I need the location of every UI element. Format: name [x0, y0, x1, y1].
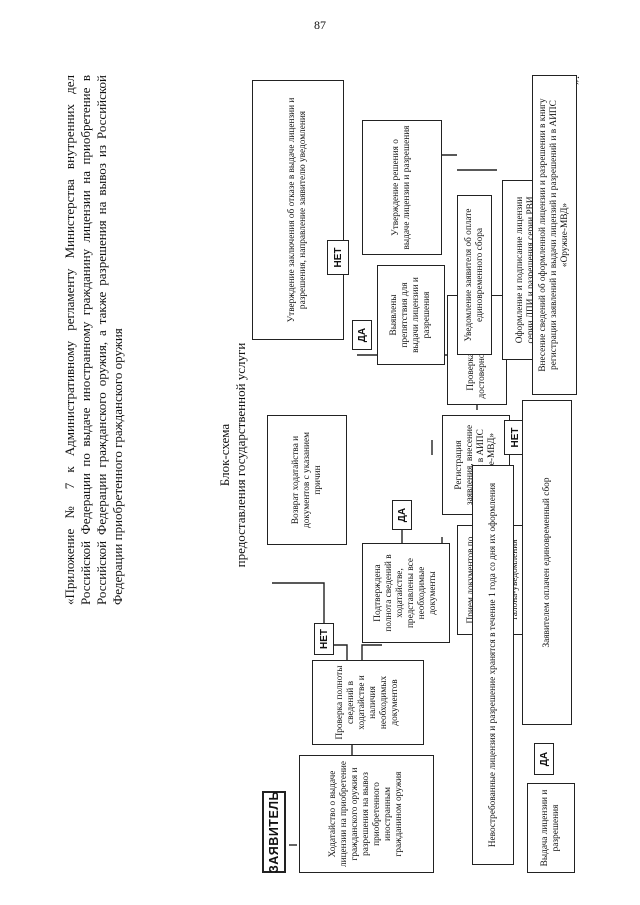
box-notify-fee: Уведомление заявителя об оплате единовре…	[457, 195, 492, 355]
decision-yes-2: ДА	[352, 320, 372, 350]
page-number: 87	[314, 18, 326, 32]
box-check-completeness: Проверка полноты сведений в ходатайстве …	[312, 660, 424, 745]
box-fee-paid: Заявителем оплачен единовременный сбор	[522, 400, 572, 725]
box-refusal: Утверждение заключения об отказе в выдач…	[252, 80, 344, 340]
connector-check-no	[330, 644, 348, 660]
box-return-docs: Возврат ходатайства и документов с указа…	[267, 415, 347, 545]
decision-yes-1: ДА	[392, 500, 412, 530]
box-issue: Выдача лицензии и разрешения	[527, 783, 575, 873]
box-petition: Ходатайство о выдаче лицензии на приобре…	[299, 755, 434, 873]
box-unclaimed: Невостребованные лицензия и разрешение х…	[472, 465, 514, 865]
decision-no-2: НЕТ	[327, 240, 349, 275]
box-confirmed: Подтверждена полнота сведений в ходатайс…	[362, 543, 450, 643]
connector-no-return	[272, 582, 325, 639]
rotated-page-content: «Приложение № 7 к Административному регл…	[62, 75, 582, 875]
connector-check-yes	[361, 644, 382, 660]
box-approval: Утверждение решения о выдаче лицензии и …	[362, 120, 442, 255]
decision-yes-3: ДА	[534, 743, 554, 775]
box-record: Внесение сведений об оформленной лицензи…	[532, 75, 577, 395]
decision-no-1: НЕТ	[314, 623, 334, 655]
box-obstacles: Выявлены препятствия для выдачи лицензии…	[377, 265, 445, 365]
applicant-label: ЗАЯВИТЕЛЬ	[262, 791, 286, 873]
